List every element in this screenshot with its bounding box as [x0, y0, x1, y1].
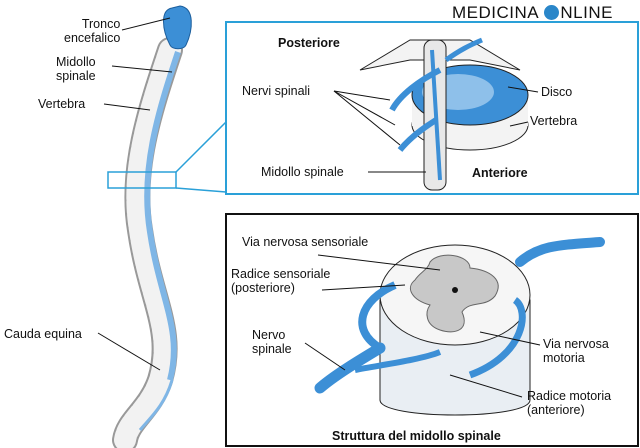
spine-highlight-box [107, 171, 177, 189]
spine-column [112, 37, 183, 448]
label-radice-motoria: Radice motoria(anteriore) [527, 389, 612, 417]
brand-logo: MEDICINA NLINE [452, 3, 613, 22]
label-midollo-spinale: Midollo spinale [261, 165, 344, 179]
caption: Struttura del midollo spinale [332, 429, 501, 443]
label-cauda: Cauda equina [4, 327, 82, 341]
label-vertebra-right: Vertebra [530, 114, 578, 128]
cross-section-drawing [314, 237, 605, 416]
label-anteriore: Anteriore [472, 166, 528, 180]
label-via-sensoriale: Via nervosa sensoriale [242, 235, 369, 249]
vertebra-drawing [359, 37, 529, 191]
globe-icon [544, 5, 560, 20]
label-posteriore: Posteriore [278, 36, 340, 50]
label-vertebra-left: Vertebra [38, 97, 86, 111]
label-radice-sensoriale: Radice sensoriale(posteriore) [231, 267, 331, 295]
label-disco: Disco [541, 85, 573, 99]
brainstem [163, 5, 192, 50]
label-nervi: Nervi spinali [242, 84, 311, 98]
